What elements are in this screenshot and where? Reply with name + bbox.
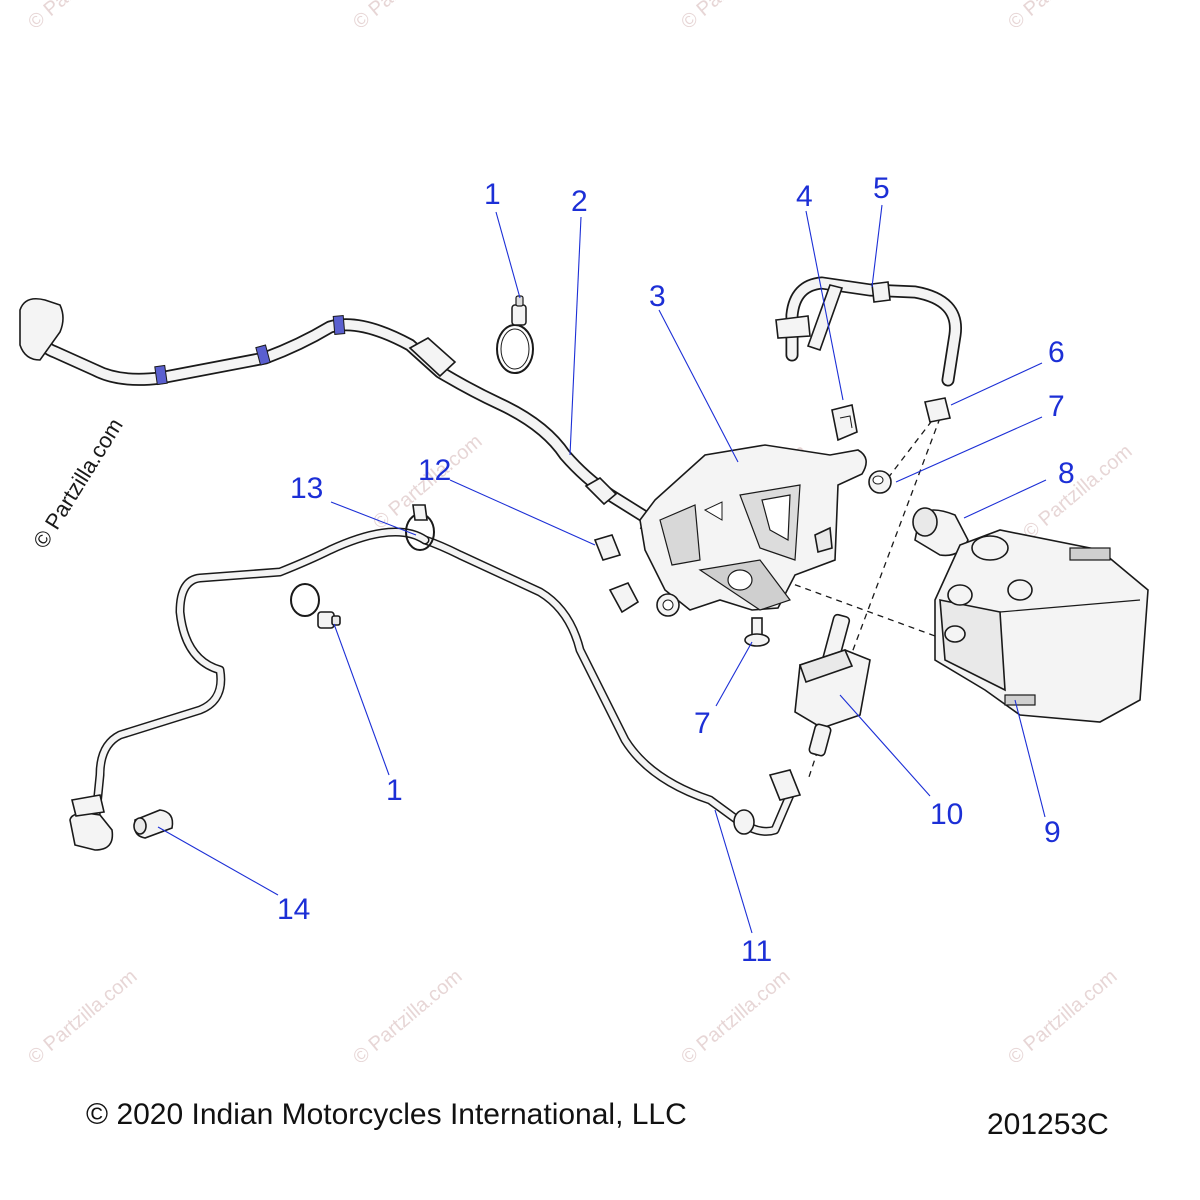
- callout-6: 6: [1048, 336, 1065, 369]
- leader-lines: [157, 204, 1047, 934]
- watermark: © Partzilla.com: [349, 0, 466, 34]
- lower-clamp: [290, 583, 341, 629]
- callout-2: 2: [571, 185, 588, 218]
- callout-14: 14: [277, 893, 310, 926]
- callout-3: 3: [649, 280, 666, 313]
- watermark: © Partzilla.com: [24, 0, 141, 34]
- callout-12: 12: [418, 454, 451, 487]
- fitting-part-14: [133, 809, 174, 839]
- clamp-part-6: [924, 397, 951, 423]
- upper-hose-clamp: [496, 295, 534, 374]
- purge-valve: [794, 613, 871, 757]
- evap-canister: [934, 529, 1149, 723]
- watermarks: © Partzilla.com © Partzilla.com © Partzi…: [24, 0, 1136, 1069]
- watermark: © Partzilla.com: [1019, 440, 1136, 543]
- callout-5: 5: [873, 172, 890, 205]
- lower-tube: [69, 504, 802, 851]
- upper-hose: [19, 297, 657, 527]
- callout-8: 8: [1058, 457, 1075, 490]
- bracket: [639, 444, 867, 611]
- callout-11: 11: [741, 935, 772, 968]
- watermark: © Partzilla.com: [677, 965, 794, 1068]
- diagram-number: 201253C: [987, 1108, 1109, 1141]
- watermark: © Partzilla.com: [349, 965, 466, 1068]
- clip-part-4: [831, 404, 858, 442]
- callout-13: 13: [290, 472, 323, 505]
- vent-hose: [775, 276, 962, 387]
- watermark: © Partzilla.com: [1004, 0, 1121, 34]
- side-watermark: © Partzilla.com: [28, 414, 128, 553]
- clip-part-12: [593, 534, 622, 561]
- watermark: © Partzilla.com: [677, 0, 794, 34]
- bolt-lower: [744, 617, 770, 647]
- callout-10: 10: [930, 798, 963, 831]
- callout-1: 1: [484, 178, 501, 211]
- fastener-upper: [868, 470, 892, 494]
- callout-4: 4: [796, 180, 813, 213]
- watermark: © Partzilla.com: [1004, 965, 1121, 1068]
- copyright-text: © 2020 Indian Motorcycles International,…: [86, 1098, 687, 1131]
- callout-7-lower: 7: [694, 707, 711, 740]
- callouts: 1 2 3 4 5 6 7 8 12 13 7 1 10 9 14 11: [277, 172, 1075, 968]
- callout-7: 7: [1048, 390, 1065, 423]
- watermark: © Partzilla.com: [24, 965, 141, 1068]
- bracket-hardware: [608, 581, 680, 617]
- callout-1-lower: 1: [386, 774, 403, 807]
- callout-9: 9: [1044, 816, 1061, 849]
- grommet: [912, 507, 969, 557]
